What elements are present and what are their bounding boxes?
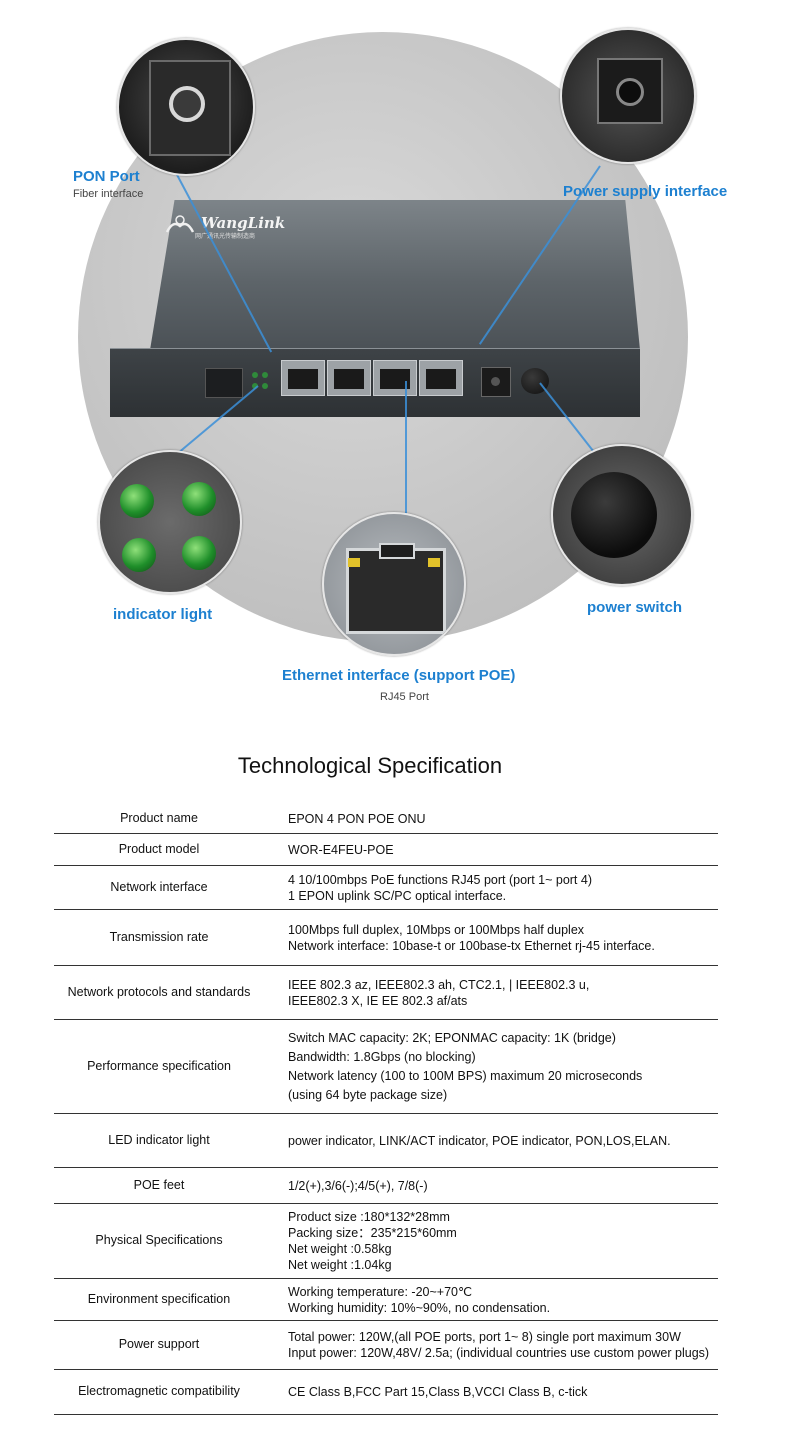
- spec-value-line: Total power: 120W,(all POE ports, port 1…: [288, 1330, 681, 1344]
- spec-value-line: 1 EPON uplink SC/PC optical interface.: [288, 889, 507, 903]
- spec-value: CE Class B,FCC Part 15,Class B,VCCI Clas…: [288, 1384, 587, 1400]
- spec-name: Environment specification: [87, 1292, 231, 1306]
- spec-value: Total power: 120W,(all POE ports, port 1…: [288, 1329, 709, 1361]
- spec-row: Network interface 4 10/100mbps PoE functi…: [54, 866, 718, 910]
- spec-value-line: WOR-E4FEU-POE: [288, 843, 394, 857]
- product-diagram: WangLink 网广通讯光传输制造商 PON Port Fiber: [73, 28, 728, 703]
- power-jack: [481, 367, 511, 397]
- spec-value-line: power indicator, LINK/ACT indicator, POE…: [288, 1134, 671, 1148]
- ethernet-port-zoom: [322, 512, 466, 656]
- spec-value: 1/2(+),3/6(-);4/5(+), 7/8(-): [288, 1178, 428, 1194]
- spec-value: 4 10/100mbps PoE functions RJ45 port (po…: [288, 872, 592, 904]
- spec-row: POE feet 1/2(+),3/6(-);4/5(+), 7/8(-): [54, 1168, 718, 1204]
- spec-value: IEEE 802.3 az, IEEE802.3 ah, CTC2.1, | I…: [288, 977, 589, 1009]
- brand-name: WangLink: [201, 214, 286, 232]
- spec-value-line: 4 10/100mbps PoE functions RJ45 port (po…: [288, 873, 592, 887]
- yellow-led-icon: [348, 558, 360, 567]
- spec-name: Physical Specifications: [95, 1233, 223, 1247]
- spec-value: 100Mbps full duplex, 10Mbps or 100Mbps h…: [288, 922, 655, 954]
- ethernet-sublabel: RJ45 Port: [380, 691, 429, 703]
- spec-title: Technological Specification: [237, 753, 503, 778]
- spec-name: Electromagnetic compatibility: [78, 1384, 240, 1398]
- dc-jack-icon: [597, 58, 663, 124]
- spec-value-line: Network interface: 10base-t or 100base-t…: [288, 939, 655, 953]
- spec-value-line: Working humidity: 10%~90%, no condensati…: [288, 1301, 551, 1315]
- spec-value-line: Network latency (100 to 100M BPS) maximu…: [288, 1069, 643, 1083]
- power-switch-label: power switch: [587, 599, 683, 616]
- fiber-ferrule-icon: [169, 86, 205, 122]
- green-led-icon: [182, 536, 216, 570]
- power-interface-zoom: [560, 28, 696, 164]
- status-led-icon: [262, 372, 268, 378]
- spec-name: LED indicator light: [108, 1133, 210, 1147]
- yellow-led-icon: [428, 558, 440, 567]
- spec-value: Working temperature: -20~+70℃ Working hum…: [288, 1284, 550, 1316]
- spec-value-line: CE Class B,FCC Part 15,Class B,VCCI Clas…: [288, 1385, 588, 1399]
- spec-value-line: Product size :180*132*28mm: [288, 1210, 450, 1224]
- pon-port-sublabel: Fiber interface: [73, 188, 144, 200]
- spec-row: Electromagnetic compatibility CE Class B,…: [54, 1370, 718, 1415]
- spec-value: WOR-E4FEU-POE: [288, 842, 394, 858]
- spec-row: Performance specification Switch MAC capa…: [54, 1020, 718, 1114]
- spec-value-line: (using 64 byte package size): [288, 1088, 448, 1102]
- brand-logo: WangLink 网广通讯光传输制造商: [165, 212, 295, 240]
- spec-value-line: Working temperature: -20~+70℃: [288, 1285, 473, 1299]
- rj45-port: [327, 360, 371, 396]
- power-supply-label: Power supply interface: [563, 183, 728, 200]
- dc-pin-icon: [616, 78, 644, 106]
- spec-value-line: Net weight :0.58kg: [288, 1242, 392, 1256]
- rj45-port: [419, 360, 463, 396]
- spec-name: Power support: [118, 1337, 200, 1351]
- status-led-icon: [262, 383, 268, 389]
- green-led-icon: [122, 538, 156, 572]
- indicator-light-zoom: [98, 450, 242, 594]
- pon-port: [205, 368, 243, 398]
- spec-value-line: IEEE802.3 X, IE EE 802.3 af/ats: [288, 994, 468, 1008]
- spec-value-line: EPON 4 PON POE ONU: [288, 812, 426, 826]
- spec-name: Performance specification: [87, 1059, 231, 1073]
- spec-row: Physical Specifications Product size :180…: [54, 1204, 718, 1279]
- rj45-port: [281, 360, 325, 396]
- spec-value-line: Switch MAC capacity: 2K; EPONMAC capacit…: [288, 1031, 616, 1045]
- spec-value-line: Input power: 120W,48V/ 2.5a; (individual…: [288, 1346, 710, 1360]
- spec-row: Product name EPON 4 PON POE ONU: [54, 805, 718, 834]
- spec-row: Network protocols and standards IEEE 802.…: [54, 966, 718, 1020]
- spec-value-line: Net weight :1.04kg: [288, 1258, 392, 1272]
- spec-value-line: Bandwidth: 1.8Gbps (no blocking): [288, 1050, 476, 1064]
- indicator-light-label: indicator light: [113, 606, 213, 623]
- rj45-port: [373, 360, 417, 396]
- spec-row: Transmission rate 100Mbps full duplex, 10…: [54, 910, 718, 966]
- green-led-icon: [120, 484, 154, 518]
- spec-value-line: IEEE 802.3 az, IEEE802.3 ah, CTC2.1, | I…: [288, 978, 590, 992]
- spec-name: Transmission rate: [109, 930, 209, 944]
- ethernet-label: Ethernet interface (support POE): [282, 667, 516, 684]
- pon-port-zoom: [117, 38, 255, 176]
- spec-row: Power support Total power: 120W,(all POE …: [54, 1321, 718, 1370]
- brand-tagline: 网广通讯光传输制造商: [195, 234, 256, 240]
- spec-name: Product model: [118, 842, 200, 856]
- spec-row: LED indicator light power indicator, LINK…: [54, 1114, 718, 1168]
- spec-value-line: Packing size：235*215*60mm: [288, 1226, 457, 1240]
- leader-line: [405, 381, 407, 516]
- spec-value: Switch MAC capacity: 2K; EPONMAC capacit…: [288, 1029, 642, 1105]
- spec-value-line: 1/2(+),3/6(-);4/5(+), 7/8(-): [288, 1179, 428, 1193]
- spec-value: EPON 4 PON POE ONU: [288, 811, 426, 827]
- status-led-icon: [252, 372, 258, 378]
- pon-port-label: PON Port: [73, 168, 140, 185]
- green-led-icon: [182, 482, 216, 516]
- switch-knob-icon: [571, 472, 657, 558]
- spec-table: Product name EPON 4 PON POE ONU Product mo…: [54, 805, 718, 1415]
- spec-value-line: 100Mbps full duplex, 10Mbps or 100Mbps h…: [288, 923, 585, 937]
- power-switch-zoom: [551, 444, 693, 586]
- spec-name: Network protocols and standards: [67, 985, 251, 999]
- spec-name: POE feet: [133, 1178, 185, 1192]
- spec-row: Product model WOR-E4FEU-POE: [54, 834, 718, 866]
- spec-value: power indicator, LINK/ACT indicator, POE…: [288, 1133, 671, 1149]
- spec-name: Product name: [120, 811, 198, 825]
- sc-connector-icon: [149, 60, 231, 156]
- wanglink-logo-icon: [165, 215, 195, 233]
- spec-row: Environment specification Working tempera…: [54, 1279, 718, 1321]
- spec-name: Network interface: [110, 880, 208, 894]
